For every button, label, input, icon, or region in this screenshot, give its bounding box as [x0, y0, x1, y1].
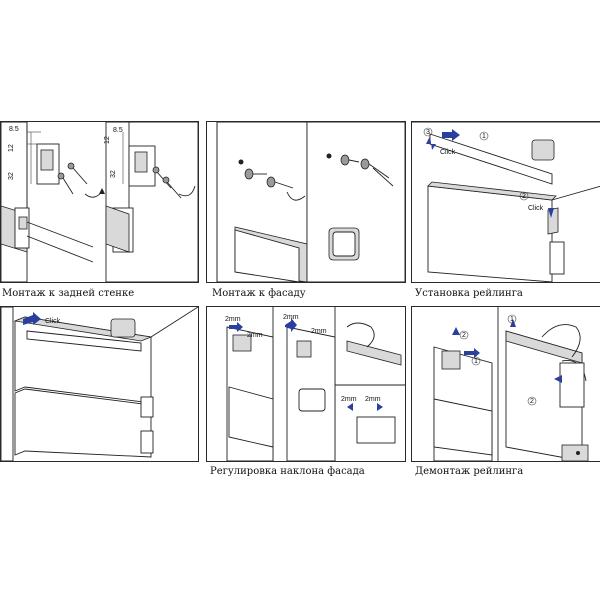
dim-32-label: 32	[8, 172, 15, 180]
panel-drawer-rail: Click	[0, 306, 199, 462]
back-wall-illustration: 8.5 12 32 12 8.5 32	[1, 122, 198, 282]
arrow-icon	[23, 312, 41, 325]
two-mm-label-6: 2mm	[365, 396, 381, 403]
panel-railing-installation: 3 1 2 Click Click	[411, 121, 600, 283]
two-mm-label-4: 2mm	[311, 328, 327, 335]
step-2-label-3: 2	[530, 398, 534, 405]
caption-railing-removal: Демонтаж рейлинга	[415, 466, 524, 477]
panel-front-mounting	[206, 121, 406, 283]
two-mm-label-5: 2mm	[341, 396, 357, 403]
step-1-label-3: 1	[510, 316, 514, 323]
click-label-3: Click	[45, 318, 61, 325]
arrow-icon	[285, 318, 297, 332]
caption-tilt-adjustment: Регулировка наклона фасада	[210, 466, 365, 477]
railing-installation-illustration: 3 1 2 Click Click	[412, 122, 600, 282]
front-mounting-illustration	[216, 122, 405, 282]
rail-clip	[559, 362, 585, 408]
step-1-label: 1	[482, 133, 486, 140]
dim-12-label-2: 12	[104, 136, 111, 144]
screw-icon	[340, 154, 360, 166]
step-3-label: 3	[426, 129, 430, 136]
step-2-label: 2	[522, 193, 526, 200]
caption-back-wall-mounting: Монтаж к задней стенке	[2, 288, 135, 299]
panel-railing-removal: 2 1 1 2	[411, 306, 600, 462]
arrow-icon	[229, 322, 243, 332]
panel-tilt-adjustment: 2mm 2mm 2mm 2mm 2mm 2mm	[206, 306, 406, 462]
rail-clip	[549, 241, 565, 275]
dim-12-label: 12	[8, 144, 15, 152]
hand-icon	[346, 322, 375, 348]
two-mm-label-2: 2mm	[247, 332, 263, 339]
arrow-icon	[554, 375, 562, 383]
arrow-icon	[426, 136, 436, 150]
railing-removal-illustration: 2 1 1 2	[433, 307, 589, 461]
screw-icon	[244, 168, 267, 180]
arrow-icon	[377, 403, 383, 411]
panel-back-wall-mounting: 8.5 12 32 12 8.5 32	[0, 121, 199, 283]
rail-bar	[26, 330, 142, 352]
caption-railing-installation: Установка рейлинга	[415, 288, 523, 299]
screw-icon	[67, 162, 88, 185]
caption-front-mounting: Монтаж к фасаду	[212, 288, 306, 299]
arrow-icon	[464, 348, 480, 358]
rotate-arrow-icon	[178, 185, 196, 197]
arrow-icon	[548, 208, 554, 218]
click-label: Click	[440, 149, 456, 156]
click-label-2: Click	[528, 205, 544, 212]
arrow-icon	[452, 327, 460, 335]
drawer-rail-illustration: Click	[1, 307, 198, 461]
dim-8-5-label: 8.5	[9, 126, 19, 133]
hand-icon	[541, 324, 581, 358]
screw-icon	[266, 176, 294, 189]
step-2-label-2: 2	[462, 332, 466, 339]
two-mm-label: 2mm	[225, 316, 241, 323]
tilt-adjustment-illustration: 2mm 2mm 2mm 2mm 2mm 2mm	[225, 307, 405, 461]
screw-icon	[57, 172, 74, 195]
screw-icon	[360, 158, 390, 179]
screw-icon	[162, 176, 182, 199]
dim-8-5-label-2: 8.5	[113, 127, 123, 134]
two-mm-label-3: 2mm	[283, 314, 299, 321]
dim-32-label-2: 32	[110, 170, 117, 178]
arrow-icon	[347, 403, 353, 411]
arrow-icon	[442, 129, 460, 141]
step-1-label-2: 1	[474, 358, 478, 365]
